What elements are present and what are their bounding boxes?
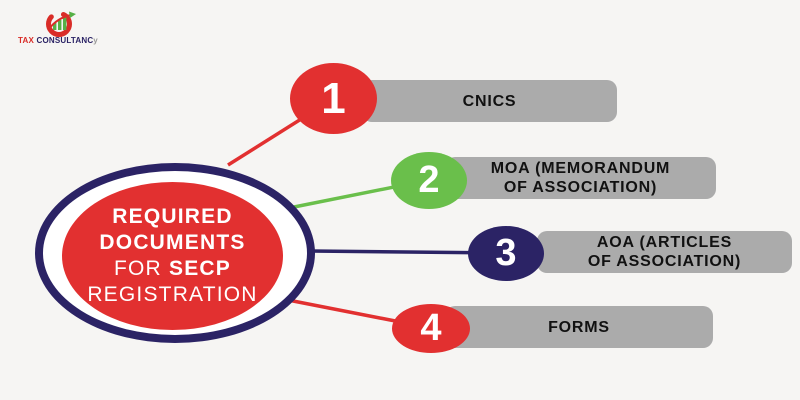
logo-crescent [46, 11, 72, 37]
tax-consultancy-logo-icon [46, 11, 76, 37]
item-4-number-badge: 4 [392, 304, 470, 353]
item-3-label-bar: AOA (ARTICLES OF ASSOCIATION) [537, 231, 792, 273]
item-4-label: FORMS [548, 318, 610, 336]
item-4-number: 4 [420, 307, 442, 349]
logo-wordmark: TAX CONSULTANCy [8, 36, 108, 45]
center-title-line4: REGISTRATION [87, 283, 258, 306]
item-2-number-badge: 2 [391, 152, 467, 209]
logo-bar-icon [63, 17, 67, 30]
item-3-label-line2: OF ASSOCIATION) [587, 253, 742, 270]
item-1-label-bar: CNICS [362, 80, 617, 122]
center-title-line3: FOR SECP [114, 256, 231, 282]
item-3-number-badge: 3 [468, 226, 544, 281]
item-2-label-line1: MOA (MEMORANDUM [490, 160, 671, 177]
logo-bar-icon [53, 23, 57, 30]
tax-consultancy-logo: TAX CONSULTANCy [8, 6, 108, 50]
center-title-secp: SECP [168, 257, 231, 280]
item-3-number: 3 [495, 232, 517, 274]
center-title-line1: REQUIRED [112, 205, 233, 228]
logo-bar-icon [58, 20, 62, 30]
logo-word-tax: TAX [18, 36, 35, 45]
logo-growth-arrow [48, 14, 72, 30]
item-1-number-badge: 1 [290, 63, 377, 134]
center-title-line2: DOCUMENTS [99, 231, 246, 254]
item-1-number: 1 [321, 73, 346, 123]
item-2-label-bar: MOA (MEMORANDUM OF ASSOCIATION) [445, 157, 716, 199]
item-2-label-line2: OF ASSOCIATION) [503, 179, 658, 196]
item-3-label-line1: AOA (ARTICLES [596, 234, 733, 251]
item-1-label: CNICS [462, 92, 517, 110]
logo-word-y: y [93, 36, 98, 45]
item-2-number: 2 [418, 159, 440, 201]
logo-arrowhead [69, 11, 76, 18]
logo-word-consultanc: CONSULTANC [36, 36, 94, 45]
item-4-label-bar: FORMS [445, 306, 713, 348]
center-title-for: FOR [114, 257, 162, 280]
center-circle: REQUIRED DOCUMENTS FOR SECP REGISTRATION [62, 182, 283, 330]
